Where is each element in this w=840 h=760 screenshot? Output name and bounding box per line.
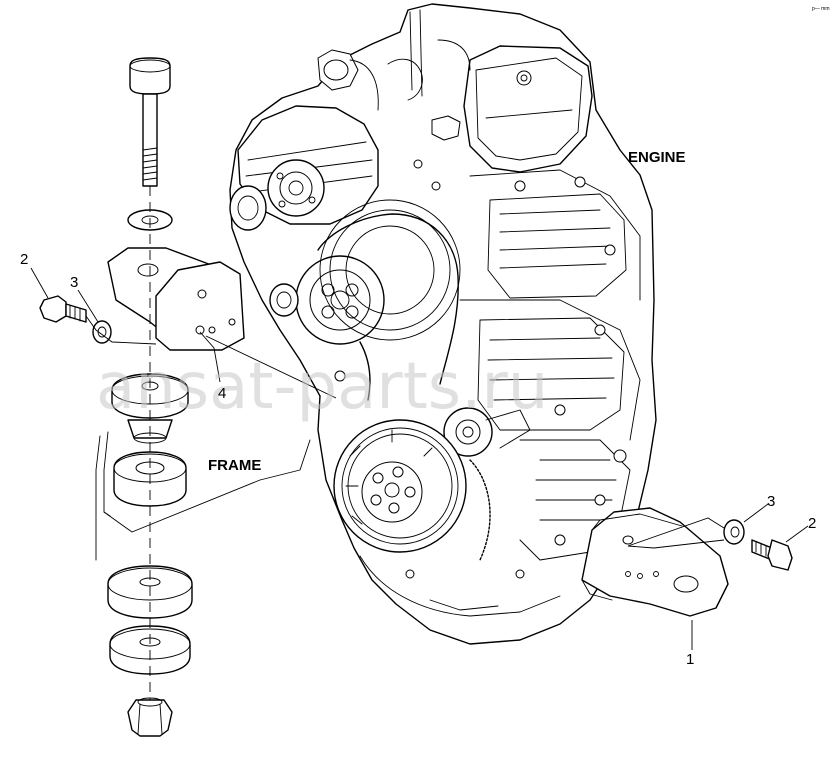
left-engine-bracket <box>107 247 245 351</box>
right-bolt <box>751 539 793 571</box>
watermark: ansat-parts.ru <box>96 350 548 424</box>
callout-right-washer: 3 <box>767 493 775 510</box>
bottom-nut <box>127 697 173 737</box>
corner-mark: p— mm <box>812 6 830 12</box>
left-bolt <box>39 295 87 323</box>
long-mount-bolt <box>129 57 171 187</box>
leader-lines <box>30 267 809 650</box>
engine-assembly <box>229 3 657 645</box>
right-engine-bracket <box>581 507 729 617</box>
frame-label: FRAME <box>208 457 261 474</box>
callout-right-bracket: 1 <box>686 651 694 668</box>
frame-rail <box>95 431 311 561</box>
callout-left-washer: 3 <box>70 274 78 291</box>
callout-right-bolt: 2 <box>808 515 816 532</box>
callout-left-bracket-hole: 4 <box>218 385 226 402</box>
engine-label: ENGINE <box>628 149 686 166</box>
callout-left-bolt: 2 <box>20 251 28 268</box>
right-washer <box>723 519 745 545</box>
